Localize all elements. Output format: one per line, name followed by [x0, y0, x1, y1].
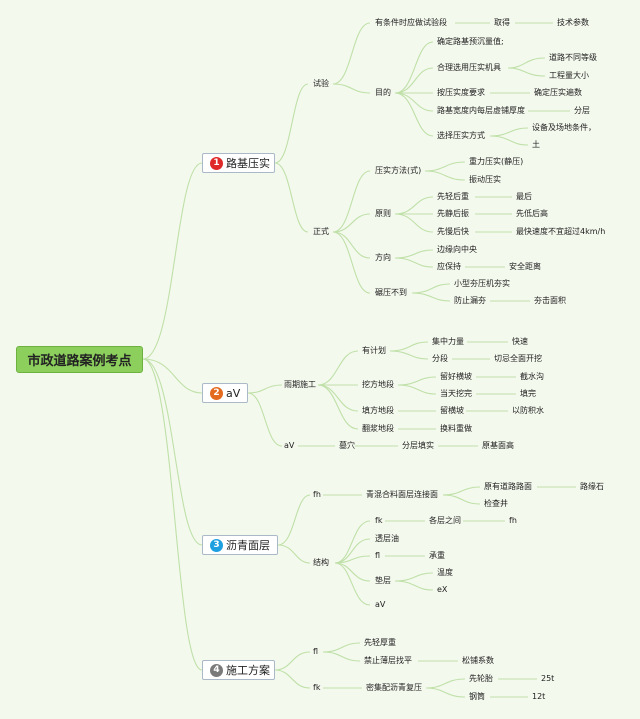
node: 松铺系数 [462, 656, 494, 665]
node: fl [375, 551, 381, 560]
node: 墓穴 [339, 441, 355, 450]
node: 碾压不到 [375, 288, 407, 297]
node: aV [284, 441, 295, 450]
node: 小型夯压机夯实 [454, 279, 510, 288]
node: 土 [532, 140, 540, 149]
node: 分层 [574, 106, 590, 115]
node: 分段 [432, 354, 448, 363]
node: 留好横坡 [440, 372, 472, 381]
node: 先轻后重 [437, 192, 469, 201]
node: 有计划 [362, 346, 386, 355]
node: 钢筒 [469, 692, 485, 701]
node: eX [437, 585, 448, 594]
node: 雨期施工 [284, 380, 316, 389]
node: 先轻厚重 [364, 638, 396, 647]
node: 路基宽度内每层虚铺厚度 [437, 106, 525, 115]
node: 结构 [313, 558, 329, 567]
node: fh [509, 516, 517, 525]
node: 截水沟 [520, 372, 544, 381]
node: 正式 [313, 227, 329, 236]
node: 禁止薄层找平 [364, 656, 412, 665]
root-topic[interactable]: 市政道路案例考点 [16, 346, 143, 373]
node: 快速 [512, 337, 528, 346]
node: 原有道路路面 [484, 482, 532, 491]
node: 当天挖完 [440, 389, 472, 398]
node: 切忌全面开挖 [494, 354, 542, 363]
node: 集中力量 [432, 337, 464, 346]
node: 夯击面积 [534, 296, 566, 305]
node: 最快速度不宜超过4km/h [516, 227, 606, 236]
node: 检查井 [484, 499, 508, 508]
node: 翻浆地段 [362, 424, 394, 433]
node: 青混合料面层连接面 [366, 490, 438, 499]
number-badge: 4 [210, 663, 223, 677]
node: fl [313, 647, 319, 656]
number-badge: 1 [210, 156, 223, 170]
node: 填方地段 [362, 406, 394, 415]
branch-asphalt-layer[interactable]: 3 沥青面层 [202, 535, 278, 555]
branch-label: 路基压实 [226, 157, 270, 170]
node: 挖方地段 [362, 380, 394, 389]
node: 以防积水 [512, 406, 544, 415]
node: 留横坡 [440, 406, 464, 415]
node: 方向 [375, 253, 391, 262]
node: fk [313, 683, 321, 692]
node: 有条件时应做试验段 [375, 18, 447, 27]
node: 先轮胎 [469, 674, 493, 683]
node: fk [375, 516, 383, 525]
branch-construction-plan[interactable]: 4 施工方案 [202, 660, 275, 680]
node: 防止漏夯 [454, 296, 486, 305]
node: 密集配沥青复压 [366, 683, 422, 692]
node: 12t [532, 692, 546, 701]
branch-roadbed-compaction[interactable]: 1 路基压实 [202, 153, 275, 173]
node: fh [313, 490, 321, 499]
node: 合理选用压实机具 [437, 63, 501, 72]
number-badge: 2 [210, 386, 223, 400]
node: 先低后高 [516, 209, 548, 218]
node: 填完 [520, 389, 536, 398]
node: 先慢后快 [437, 227, 469, 236]
node: 确定路基预沉量值; [437, 37, 504, 46]
node: 重力压实(静压) [469, 157, 524, 166]
node: 安全距离 [509, 262, 541, 271]
branch-label: 施工方案 [226, 664, 270, 677]
node: 振动压实 [469, 175, 501, 184]
node: 路缘石 [580, 482, 604, 491]
branch-rainy-season[interactable]: 2 aV [202, 383, 248, 403]
node: 换料重做 [440, 424, 472, 433]
node: 设备及场地条件， [532, 123, 596, 132]
node: 道路不同等级 [549, 53, 597, 62]
node: 温度 [437, 568, 453, 577]
node: 应保持 [437, 262, 461, 271]
node: 工程量大小 [549, 71, 589, 80]
number-badge: 3 [210, 538, 223, 552]
node: 试验 [313, 79, 329, 88]
node: 承重 [429, 551, 445, 560]
node: 确定压实遍数 [534, 88, 582, 97]
node: 透层油 [375, 534, 399, 543]
node: 各层之间 [429, 516, 461, 525]
root-title: 市政道路案例考点 [27, 354, 132, 369]
node: 取得 [494, 18, 510, 27]
node: 压实方法(式) [375, 166, 422, 175]
node: 技术参数 [557, 18, 589, 27]
node: 选择压实方式 [437, 131, 485, 140]
node: 分层填实 [402, 441, 434, 450]
branch-label: 沥青面层 [226, 539, 270, 552]
node: 最后 [516, 192, 532, 201]
node: 25t [541, 674, 555, 683]
node: 边缘向中央 [437, 245, 477, 254]
node: 原基面高 [482, 441, 514, 450]
node: 先静后振 [437, 209, 469, 218]
node: aV [375, 600, 386, 609]
node: 按压实度要求 [437, 88, 485, 97]
branch-label: aV [226, 386, 241, 400]
node: 目的 [375, 88, 391, 97]
node: 原则 [375, 209, 391, 218]
node: 垫层 [375, 576, 391, 585]
